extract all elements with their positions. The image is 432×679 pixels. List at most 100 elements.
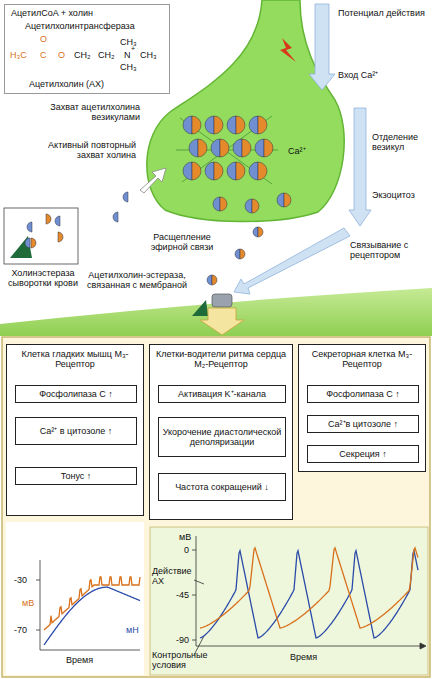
box-text: Ca²⁺в цитозоле ↑ — [328, 419, 398, 429]
receptor — [212, 294, 232, 307]
column-heading: Клетка гладких мышц M₃-Рецептор — [7, 345, 143, 370]
nerve-terminal — [147, 0, 344, 222]
box-text: Частота сокращений ↓ — [175, 482, 269, 492]
box-text: Ацетилхолин (АХ) — [29, 79, 104, 89]
process-label: Захват ацетилхолина везикулами — [40, 102, 140, 123]
axis-label: мН — [126, 625, 139, 635]
filament — [182, 116, 272, 182]
acetate-half — [198, 139, 207, 157]
postsynaptic-membrane — [0, 288, 432, 336]
reuptake-arrow — [140, 168, 166, 193]
choline-half — [249, 162, 258, 180]
choline-half — [205, 116, 214, 134]
choline-half — [189, 139, 198, 157]
tick — [192, 550, 196, 551]
process-box: Фосфолипаза C ↑ — [15, 385, 137, 403]
process-box: Секреция ↑ — [307, 445, 419, 463]
process-box: Активация K⁺-канала — [158, 385, 286, 403]
muscle-chart-ground — [6, 522, 144, 675]
acetate-half — [58, 232, 63, 242]
axis-label: 0 — [184, 545, 189, 555]
acetate-half — [220, 139, 229, 157]
process-label: Связывание с рецептором — [350, 240, 428, 261]
axis-label: Время — [290, 652, 317, 662]
process-box: Укорочение диастолической деполяризации — [158, 417, 286, 457]
acetate-half — [258, 227, 263, 237]
cytoskeleton — [176, 116, 278, 184]
acetate-half — [236, 116, 245, 134]
choline-half — [227, 162, 236, 180]
formula-atom: CH₂ — [98, 50, 115, 60]
formula-atom: CH₂ — [74, 50, 91, 60]
chart-curve — [44, 587, 140, 645]
formula-atom: H₃C — [10, 50, 27, 60]
process-label: Экзоцитоз — [372, 190, 430, 200]
axis-label: мВ — [22, 598, 34, 608]
choline-half — [55, 216, 60, 226]
box-text: Укорочение диастолической деполяризации — [162, 427, 282, 448]
formula-atom: CH₃ — [120, 37, 137, 47]
lightning-bolt — [280, 38, 296, 62]
acetylcholine-molecules — [207, 227, 263, 285]
chart-curves — [44, 548, 418, 645]
choline-half — [25, 238, 30, 248]
axis-label: -30 — [14, 575, 27, 585]
choline-half — [253, 227, 258, 237]
acetate-half — [214, 116, 223, 134]
axis — [40, 560, 41, 650]
chart-curve — [200, 551, 418, 638]
axis-label: Контрольные условия — [152, 650, 210, 671]
serum-esterase-box — [4, 208, 78, 264]
chart-curve — [44, 577, 140, 630]
acetate-half — [240, 249, 245, 259]
column-heading: Секреторная клетка M₃-Рецептор — [299, 345, 425, 370]
target-cell-column: Секреторная клетка M₃-РецепторФосфолипаз… — [298, 344, 426, 472]
formula-atom: O — [58, 50, 65, 60]
acetate-half — [252, 199, 259, 213]
flow-arrow — [349, 108, 371, 226]
choline-half — [113, 212, 118, 222]
axis-head — [420, 643, 426, 649]
effects-panel — [2, 337, 430, 677]
formula-atom: N — [124, 50, 131, 60]
process-label: Отделение везикул — [372, 132, 430, 153]
choline-half — [233, 139, 242, 157]
choline-half — [183, 116, 192, 134]
axis-label: Время — [66, 655, 93, 665]
acetate-half — [214, 162, 223, 180]
box-text: Ca²⁺ в цитозоле ↑ — [40, 426, 112, 436]
synthesis-box: АцетилCoA + холинАцетилхолинтрансферазаА… — [4, 4, 170, 94]
process-label: Расщепление эфирной связи — [138, 232, 226, 253]
formula-atom: O — [40, 34, 47, 44]
flow-arrow — [309, 4, 335, 90]
acetate-half — [236, 162, 245, 180]
process-label: Ацетилхолин-эстераза, связанная с мембра… — [84, 270, 190, 291]
choline-half — [245, 199, 252, 213]
axis-label: Действие АХ — [152, 566, 194, 587]
choline-half — [205, 162, 214, 180]
choline-half — [211, 139, 220, 157]
choline-half — [235, 249, 240, 259]
process-box: Частота сокращений ↓ — [158, 473, 286, 501]
choline-half — [27, 222, 32, 232]
acetate-half — [284, 193, 291, 207]
acetate-half — [46, 214, 51, 224]
box-text: Тонус ↑ — [61, 471, 92, 481]
target-cell-column: Клетка гладких мышц M₃-РецепторФосфолипа… — [6, 344, 144, 516]
choline-half — [277, 193, 284, 207]
membrane-esterase — [192, 300, 208, 316]
formula-atom: CH₃ — [120, 62, 137, 72]
heart-chart-ground — [150, 527, 428, 675]
process-label: Вход Ca²⁺ — [338, 70, 428, 80]
axis-label: -90 — [176, 635, 189, 645]
axis — [40, 650, 140, 651]
target-cell-column: Клетки-водители ритма сердца M₂-Рецептор… — [149, 344, 293, 520]
tick — [36, 630, 40, 631]
tick — [36, 580, 40, 581]
chart-axes — [36, 536, 426, 655]
process-label: Холинэстераза сыворотки крови — [2, 268, 84, 289]
choline-half — [255, 139, 264, 157]
acetate-half — [242, 139, 251, 157]
